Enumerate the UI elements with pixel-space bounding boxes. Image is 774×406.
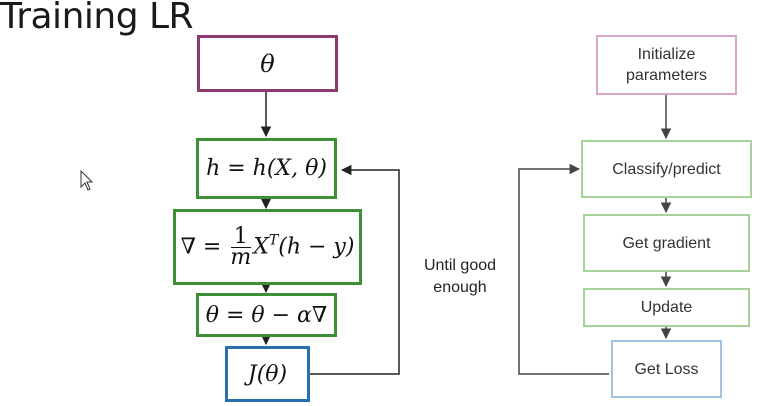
gradient-denominator: m xyxy=(230,244,252,270)
classify-box: Classify/predict xyxy=(581,140,752,198)
theta-box: θ xyxy=(197,35,338,92)
mouse-pointer-icon xyxy=(80,170,94,191)
loop-note: Until good enough xyxy=(423,257,497,296)
loss-box: J(θ) xyxy=(225,346,310,402)
update-step-label: Update xyxy=(640,299,693,316)
slide-title: Training LR xyxy=(0,0,194,37)
initialize-label: Initialize parameters xyxy=(626,46,707,84)
gradient-transpose: T xyxy=(268,232,279,248)
get-loss-box: Get Loss xyxy=(611,340,722,398)
update-step-box: Update xyxy=(583,288,750,327)
loss-label: J(θ) xyxy=(247,361,288,387)
classify-label: Classify/predict xyxy=(612,160,721,178)
hypothesis-label: h = h(X, θ) xyxy=(206,156,327,181)
loop-arrow-right xyxy=(518,163,609,375)
gradient-numerator: 1 xyxy=(230,225,251,248)
loop-arrow-left xyxy=(310,164,400,375)
get-loss-label: Get Loss xyxy=(634,360,699,378)
get-gradient-label: Get gradient xyxy=(622,234,711,252)
theta-label: θ xyxy=(260,49,275,78)
initialize-box: Initialize parameters xyxy=(596,35,737,95)
hypothesis-box: h = h(X, θ) xyxy=(196,138,337,199)
gradient-x: X xyxy=(253,234,269,259)
gradient-prefix: ∇ = xyxy=(180,234,229,259)
update-box: θ = θ − α∇ xyxy=(196,293,337,337)
get-gradient-box: Get gradient xyxy=(583,214,750,272)
gradient-tail: (h − y) xyxy=(278,234,355,259)
update-label: θ = θ − α∇ xyxy=(205,302,328,328)
